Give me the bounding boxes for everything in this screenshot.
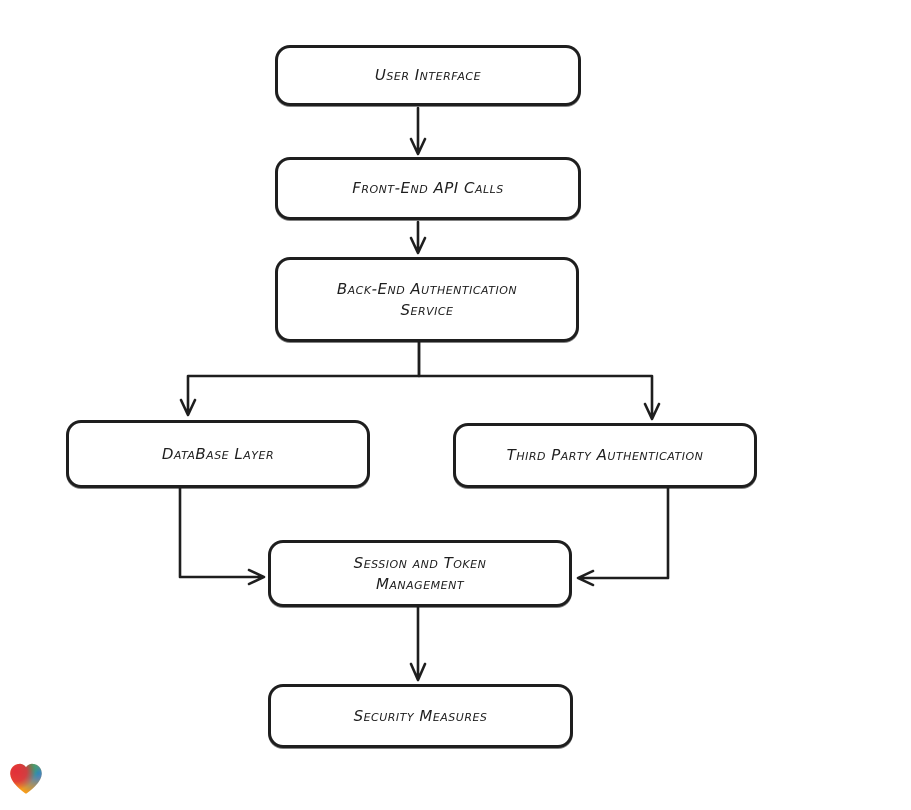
node-user-interface: User Interface [275, 45, 581, 106]
node-database-layer: DataBase Layer [66, 420, 370, 488]
heart-gradient-icon [10, 763, 42, 794]
node-label: Back-End Authentication Service [336, 279, 518, 319]
node-front-end-api-calls: Front-End API Calls [275, 157, 581, 220]
node-third-party-authentication: Third Party Authentication [453, 423, 757, 488]
node-label: User Interface [374, 66, 482, 84]
edge-third-party-to-session [576, 486, 670, 587]
edge-database-layer-to-session [178, 486, 266, 586]
edge-session-to-security [409, 605, 427, 682]
node-label: Security Measures [353, 706, 488, 725]
node-label: Session and Token Management [353, 553, 487, 593]
node-label: DataBase Layer [161, 444, 275, 463]
node-label: Front-End API Calls [352, 179, 504, 197]
heart-logo-icon [8, 761, 44, 796]
node-back-end-authentication-service: Back-End Authentication Service [275, 257, 579, 342]
node-label: Third Party Authentication [506, 446, 704, 464]
edge-back-end-to-database-layer [179, 340, 421, 417]
edge-front-end-to-back-end [409, 220, 427, 255]
edge-user-interface-to-front-end [409, 106, 427, 156]
connector-group [178, 106, 670, 682]
edge-back-end-to-third-party [417, 340, 661, 421]
node-security-measures: Security Measures [268, 684, 573, 748]
node-session-and-token-management: Session and Token Management [268, 540, 572, 607]
